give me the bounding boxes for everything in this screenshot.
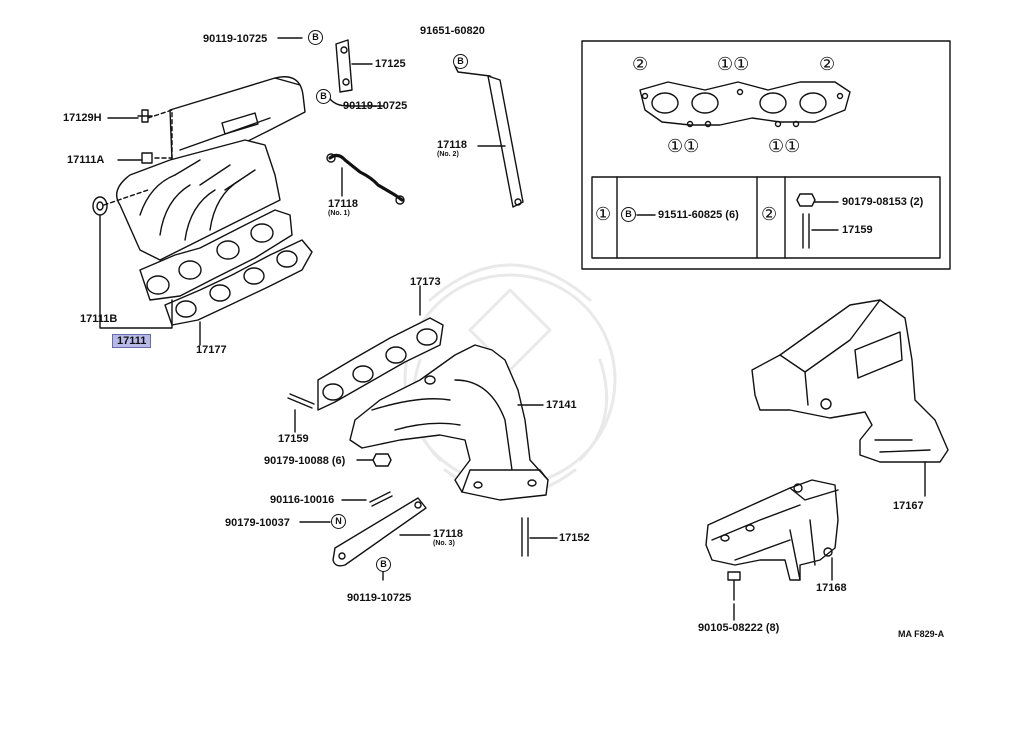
part-17168-label: 17168 [816,582,847,594]
inset-cell1-mark: ① [595,204,612,225]
part-90116-10016-label: 90116-10016 [270,494,335,506]
part-17118-no3-sublabel: (No. 3) [433,540,455,547]
part-17111-highlighted-label[interactable]: 17111 [112,334,152,348]
part-17152-label: 17152 [559,532,590,544]
part-17118-no1-label: 17118 [328,198,358,210]
part-17118-no2-sublabel: (No. 2) [437,151,459,158]
part-90179-10088-label: 90179-10088 (6) [264,455,346,467]
part-17173-label: 17173 [410,276,441,288]
part-90105-08222-label: 90105-08222 (8) [698,622,780,634]
b-bolt-mark: B [308,30,323,45]
part-90119-10725-top-label: 90119-10725 [203,33,268,45]
inset-part-90179-08153-label: 90179-08153 (2) [842,196,924,208]
manifold-assembly-drawing [92,37,384,346]
part-17167-label: 17167 [893,500,924,512]
part-17125-label: 17125 [375,58,406,70]
b-bolt-mark: B [376,557,391,572]
b-bolt-mark: B [621,207,636,222]
part-17141-label: 17141 [546,399,577,411]
gasket-detail-inset [581,40,951,270]
part-17159-label: 17159 [278,433,309,445]
part-17118-no1-sublabel: (No. 1) [328,210,350,217]
n-nut-mark: N [331,514,346,529]
part-17177-label: 17177 [196,344,227,356]
part-17118-no3-label: 17118 [433,528,463,540]
part-90119-10725-bottom-label: 90119-10725 [347,592,412,604]
diagram-reference-code: MA F829-A [898,629,945,639]
inset-mark-2-right: ② [819,54,836,75]
part-91651-60820-label: 91651-60820 [420,25,485,37]
part-17111A-label: 17111A [67,154,105,166]
inset-mark-1-pair-bottom-right: ①① [768,136,801,157]
part-90119-10725-mid-label: 90119-10725 [343,100,408,112]
part-17118-no2-label: 17118 [437,139,467,151]
inset-mark-1-pair-top: ①① [717,54,750,75]
inset-cell2-mark: ② [761,204,778,225]
stay-no2-drawing [454,65,524,208]
stay-no1-drawing [326,153,405,205]
center-manifold-drawing [287,285,558,581]
part-17129H-label: 17129H [63,112,102,124]
inset-mark-2-left: ② [632,54,649,75]
part-90179-10037-label: 90179-10037 [225,517,290,529]
heat-insulator-drawing [705,299,949,621]
b-bolt-mark: B [453,54,468,69]
part-17111B-label: 17111B [80,313,118,325]
inset-part-17159-label: 17159 [842,224,873,236]
b-bolt-mark: B [316,89,331,104]
inset-mark-1-pair-bottom-left: ①① [667,136,700,157]
inset-part-91511-60825-label: 91511-60825 (6) [658,209,739,221]
